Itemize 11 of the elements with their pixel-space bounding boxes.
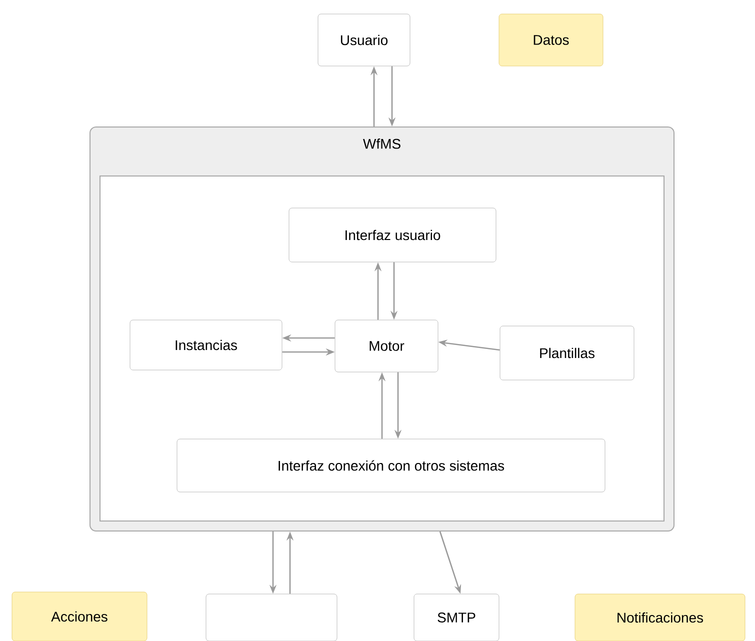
note-box: Acciones	[12, 592, 148, 641]
process-box: SMTP	[414, 594, 500, 641]
note-box: Datos	[498, 14, 604, 66]
process-box: Plantillas	[500, 326, 634, 380]
process-box	[206, 594, 338, 641]
process-box: Interfaz usuario	[288, 208, 496, 262]
process-box: Usuario	[318, 14, 410, 66]
note-box: Notificaciones	[574, 594, 746, 641]
process-box: Instancias	[130, 320, 282, 370]
process-box: Interfaz conexión con otros sistemas	[176, 438, 606, 492]
process-box: Motor	[334, 320, 438, 372]
